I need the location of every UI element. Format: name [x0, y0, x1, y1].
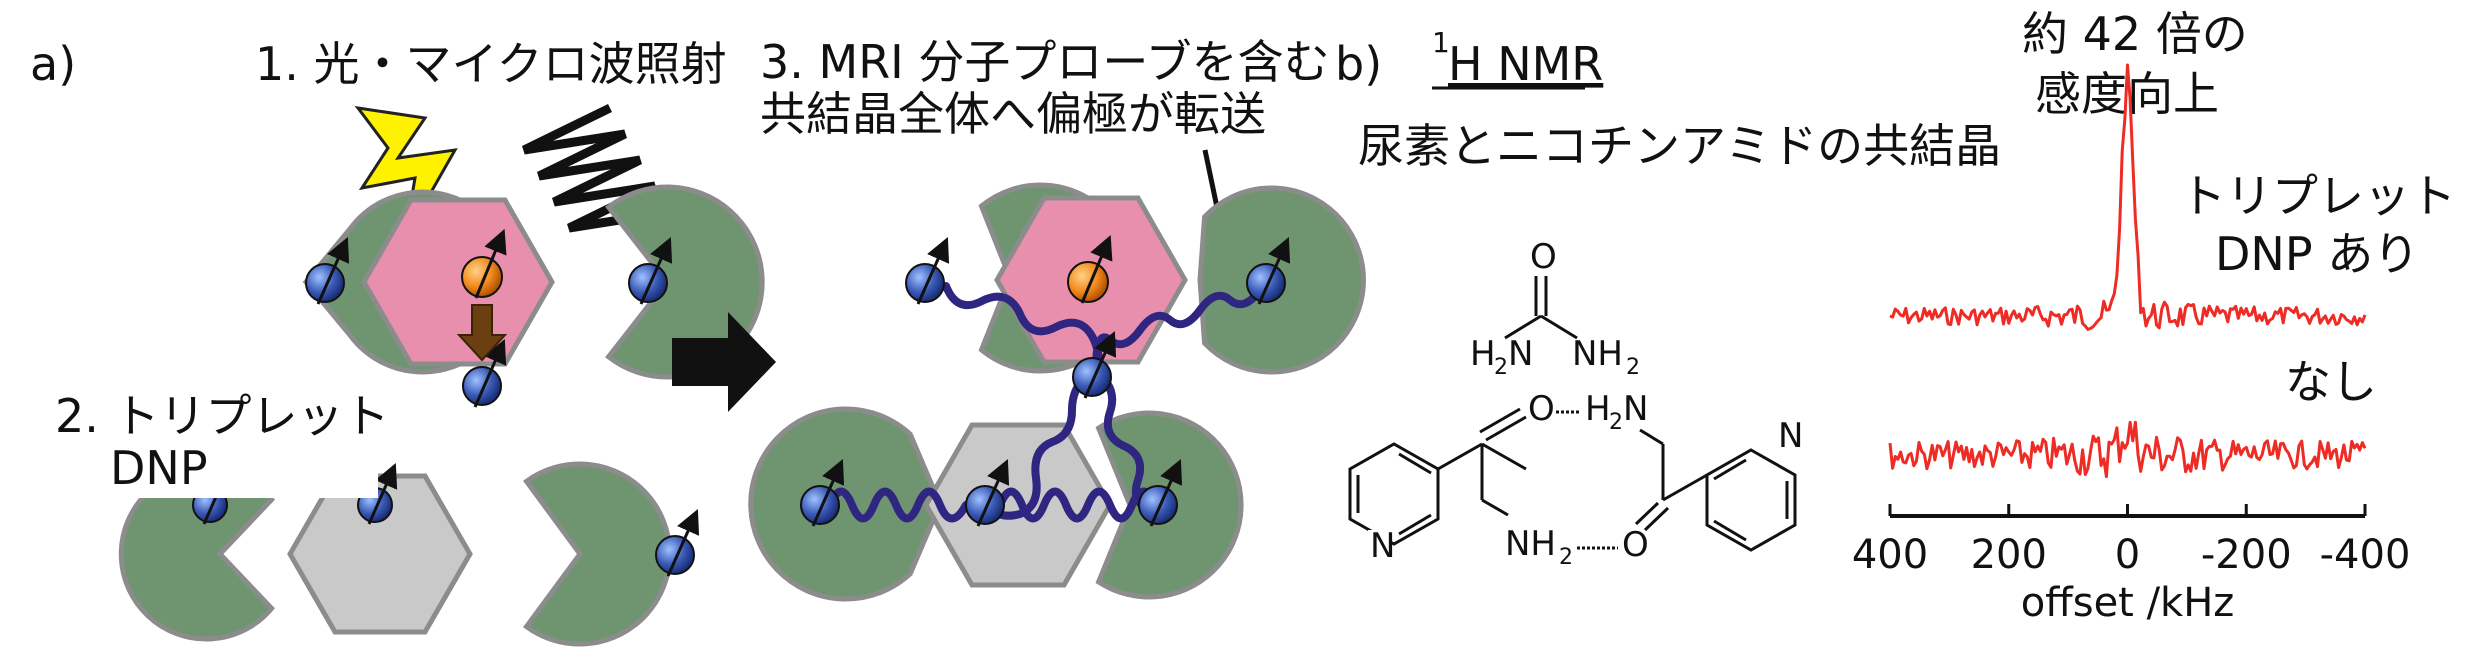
- step2-label-line1: 2. トリプレット: [55, 389, 390, 443]
- transfer-arrow-icon: [456, 304, 508, 362]
- urea-h2n-n: N: [1508, 334, 1533, 374]
- step2-label-line2: DNP: [110, 441, 208, 495]
- green-molecule: [605, 184, 765, 380]
- panel-a-label: a): [30, 37, 76, 91]
- x-tick-label: -200: [2201, 532, 2292, 578]
- nmr-spectra-chart: 400 200 0 -200 -400 offset /kHz: [1852, 63, 2411, 626]
- x-axis-label: offset /kHz: [2021, 580, 2235, 626]
- proton-spin: [905, 237, 950, 305]
- electron-spin: [461, 228, 507, 299]
- x-tick-label: 400: [1852, 532, 1928, 578]
- urea-h2n-sub: 2: [1494, 355, 1508, 380]
- proton-spin: [655, 509, 700, 577]
- amide-h2n-h: H: [1585, 389, 1611, 429]
- proton-spin: [965, 459, 1010, 527]
- urea-h2n-h: H: [1470, 334, 1496, 374]
- enhancement-label-line1: 約 42 倍の: [2022, 7, 2248, 61]
- amide-o-right: O: [1622, 525, 1649, 565]
- nmr-title: H NMR: [1448, 37, 1603, 91]
- step1-label: 1. 光・マイクロ波照射: [255, 37, 727, 91]
- amide-nh2-sub: 2: [1559, 545, 1573, 570]
- urea-oxygen: O: [1530, 237, 1557, 277]
- proton-spin: [462, 339, 507, 408]
- green-molecule: [522, 461, 673, 647]
- microwave-icon: [522, 103, 671, 233]
- amide-h2n-n: N: [1623, 389, 1648, 429]
- urea-structure: O H 2 N NH 2: [1470, 237, 1640, 380]
- urea-nh2-sub: 2: [1626, 355, 1640, 380]
- green-molecule: [748, 406, 943, 602]
- nmr-title-superscript: 1: [1432, 26, 1450, 59]
- step2-label-box: [40, 378, 378, 498]
- amide-nh2: NH: [1505, 524, 1556, 564]
- step3-label-line1: 3. MRI 分子プローブを含む: [760, 35, 1330, 89]
- amide-o-left: O: [1528, 389, 1555, 429]
- with-dnp-label-line1: トリプレット: [2180, 169, 2456, 223]
- x-tick-label: 200: [1971, 532, 2047, 578]
- proton-spin: [800, 459, 845, 527]
- crystal-right: [748, 182, 1366, 602]
- spectrum-without-dnp: [1888, 420, 2367, 479]
- cocrystal-label: 尿素とニコチンアミドの共結晶: [1358, 119, 2001, 173]
- without-dnp-label: なし: [2285, 355, 2377, 409]
- nicotinamide-dimer: N O H 2 N NH 2 O N: [1348, 389, 1803, 570]
- amide-h2n-sub: 2: [1609, 410, 1623, 435]
- proton-spin: [305, 237, 350, 305]
- proton-spin: [1246, 237, 1291, 305]
- x-axis-ticks: 400 200 0 -200 -400: [1852, 504, 2411, 578]
- pyridine-n-right: N: [1778, 416, 1803, 456]
- electron-spin: [1067, 234, 1113, 304]
- proton-spin: [1072, 331, 1117, 399]
- panel-b-label: b): [1335, 37, 1382, 91]
- transfer-wave: [996, 487, 1162, 523]
- step3-label-line2: 共結晶全体へ偏極が転送: [760, 87, 1266, 141]
- with-dnp-label-line2: DNP あり: [2215, 227, 2419, 281]
- gray-hexagon: [287, 473, 473, 635]
- transfer-wave: [826, 487, 970, 523]
- proton-spin: [628, 237, 673, 305]
- process-arrow-icon: [672, 312, 776, 412]
- urea-nh2: NH: [1572, 334, 1623, 374]
- x-tick-label: -400: [2320, 532, 2411, 578]
- transfer-wave: [986, 368, 1096, 520]
- pyridine-n-left: N: [1370, 526, 1395, 566]
- x-tick-label: 0: [2115, 532, 2140, 578]
- spectrum-with-dnp: [1889, 63, 2367, 331]
- proton-spin: [1138, 459, 1183, 527]
